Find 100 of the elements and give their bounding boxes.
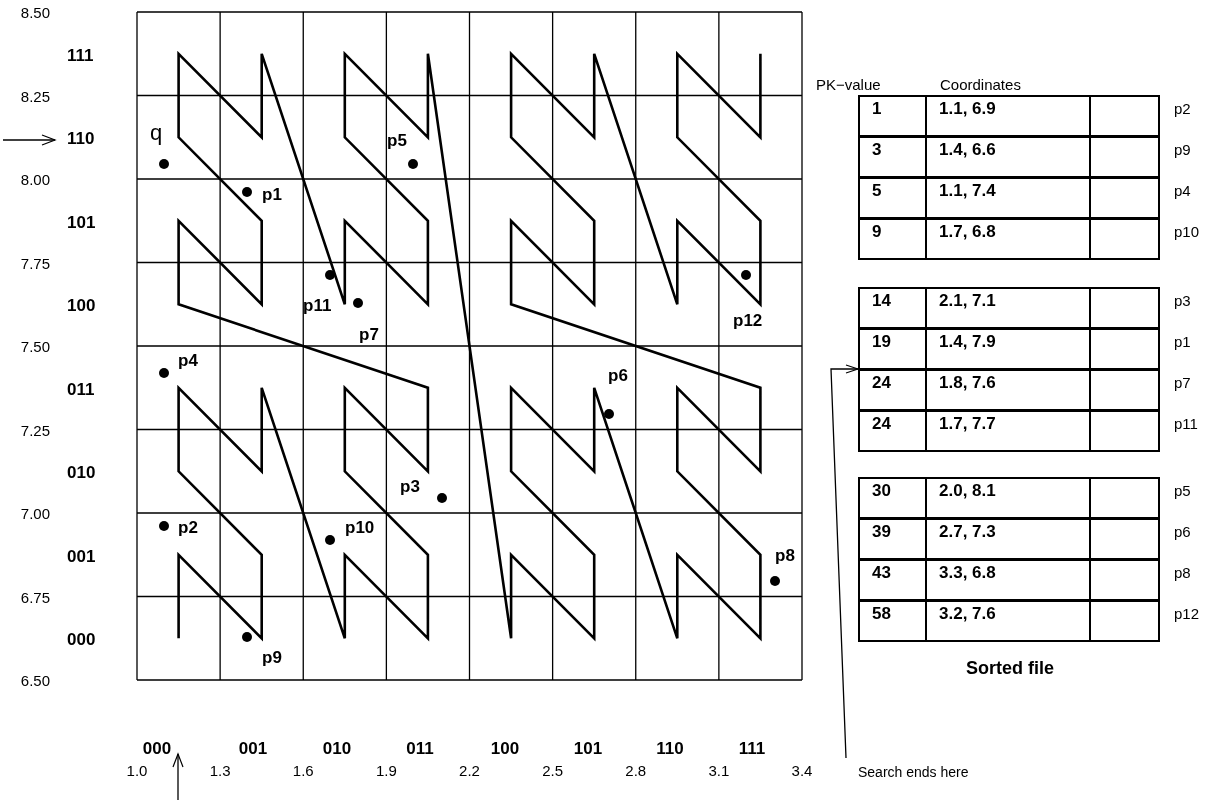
axis-tick-label: 8.50 [19, 3, 50, 23]
axis-tick-label: 1.6 [291, 761, 315, 781]
axis-tick-label: 7.50 [19, 337, 50, 357]
coordinates: 2.0, 8.1 [939, 481, 996, 500]
column-header: Coordinates [940, 75, 1021, 95]
bit-code-label: 111 [67, 44, 94, 67]
point-label: p2 [178, 517, 198, 539]
table-row [858, 218, 1160, 260]
pk-value: 1 [872, 99, 882, 118]
table-caption: Sorted file [965, 657, 1055, 680]
axis-tick-label: 7.25 [19, 420, 50, 441]
pk-value: 30 [872, 481, 891, 500]
bit-code-label: 001 [67, 545, 96, 568]
table-row [858, 410, 1160, 452]
coordinates: 1.4, 6.6 [939, 140, 996, 159]
column-header: PK−value [816, 75, 881, 95]
axis-tick-label: 2.2 [458, 761, 481, 781]
leader-arrow [830, 364, 859, 759]
point-label: p11 [303, 295, 332, 317]
bit-code-label: 001 [237, 738, 269, 760]
point-label: p6 [608, 365, 628, 387]
bit-code-label: 100 [67, 295, 96, 318]
point-name: p1 [1174, 332, 1191, 352]
coordinates: 2.1, 7.1 [939, 291, 996, 310]
pk-value: 14 [872, 291, 891, 310]
coordinates: 1.1, 7.4 [939, 181, 996, 200]
coordinates: 1.8, 7.6 [939, 373, 996, 392]
coordinates: 1.4, 7.9 [939, 332, 996, 351]
point-label: p1 [262, 184, 282, 206]
pk-value: 39 [872, 522, 891, 541]
coordinates: 3.3, 6.8 [939, 563, 996, 582]
table-row [858, 600, 1160, 642]
bit-code-label: 110 [655, 738, 685, 760]
pk-value: 24 [872, 373, 891, 392]
point-name: p2 [1174, 99, 1191, 119]
point-name: p5 [1174, 481, 1191, 501]
table-row [858, 369, 1160, 411]
bit-code-label: 011 [67, 378, 95, 401]
pk-value: 24 [872, 414, 891, 433]
coordinates: 1.1, 6.9 [939, 99, 996, 118]
axis-tick-label: 1.3 [208, 761, 232, 781]
point-label: p7 [359, 324, 379, 346]
axis-tick-label: 1.0 [125, 761, 149, 781]
bit-code-label: 101 [67, 211, 96, 234]
point-name: p6 [1174, 522, 1191, 542]
axis-tick-label: 3.1 [707, 761, 731, 781]
axis-tick-label: 6.75 [19, 587, 50, 608]
point-name: p11 [1174, 414, 1198, 434]
point-label: p4 [178, 350, 198, 372]
coordinates: 1.7, 7.7 [939, 414, 996, 433]
point-name: p12 [1174, 604, 1200, 624]
axis-tick-label: 1.9 [374, 761, 398, 781]
pk-value: 9 [872, 222, 882, 241]
bit-code-label: 111 [737, 738, 767, 760]
point-name: p3 [1174, 291, 1191, 311]
bit-code-label: 011 [405, 738, 435, 760]
annotation-text: Search ends here [858, 762, 969, 783]
bit-code-label: 000 [141, 738, 173, 760]
table-row [858, 177, 1160, 219]
axis-tick-label: 6.50 [19, 671, 50, 691]
pk-value: 19 [872, 332, 891, 351]
bit-code-label: 010 [321, 738, 353, 760]
point-label: p3 [400, 476, 420, 498]
pk-value: 58 [872, 604, 891, 623]
point-name: p4 [1174, 181, 1191, 201]
table-row [858, 518, 1160, 560]
point-name: p8 [1174, 563, 1191, 583]
point-name: p7 [1174, 373, 1191, 393]
point-label: p10 [345, 517, 375, 539]
pk-value: 3 [872, 140, 882, 159]
point-name: p9 [1174, 140, 1191, 160]
table-row [858, 328, 1160, 370]
point-label: q [150, 119, 163, 147]
axis-tick-label: 8.00 [19, 170, 50, 190]
coordinates: 3.2, 7.6 [939, 604, 996, 623]
pk-value: 43 [872, 563, 891, 582]
bit-code-label: 100 [489, 738, 521, 760]
bit-code-label: 101 [572, 738, 604, 760]
table-row [858, 95, 1160, 137]
table-row [858, 287, 1160, 329]
point-label: p8 [775, 545, 795, 567]
point-name: p10 [1174, 222, 1200, 242]
point-label: p9 [262, 647, 282, 669]
axis-tick-label: 2.8 [624, 761, 648, 781]
axis-tick-label: 3.4 [790, 761, 814, 781]
bit-code-label: 010 [67, 462, 96, 485]
coordinates: 2.7, 7.3 [939, 522, 996, 541]
table-row [858, 559, 1160, 601]
table-row [858, 136, 1160, 178]
axis-tick-label: 7.75 [19, 253, 50, 274]
bit-code-label: 110 [67, 128, 95, 151]
axis-tick-label: 7.00 [19, 504, 50, 524]
point-label: p5 [387, 130, 407, 152]
axis-tick-label: 8.25 [19, 86, 50, 107]
pk-value: 5 [872, 181, 882, 200]
bit-code-label: 000 [67, 629, 96, 652]
axis-tick-label: 2.5 [541, 761, 565, 781]
coordinates: 1.7, 6.8 [939, 222, 996, 241]
point-label: p12 [733, 310, 763, 332]
table-row [858, 477, 1160, 519]
